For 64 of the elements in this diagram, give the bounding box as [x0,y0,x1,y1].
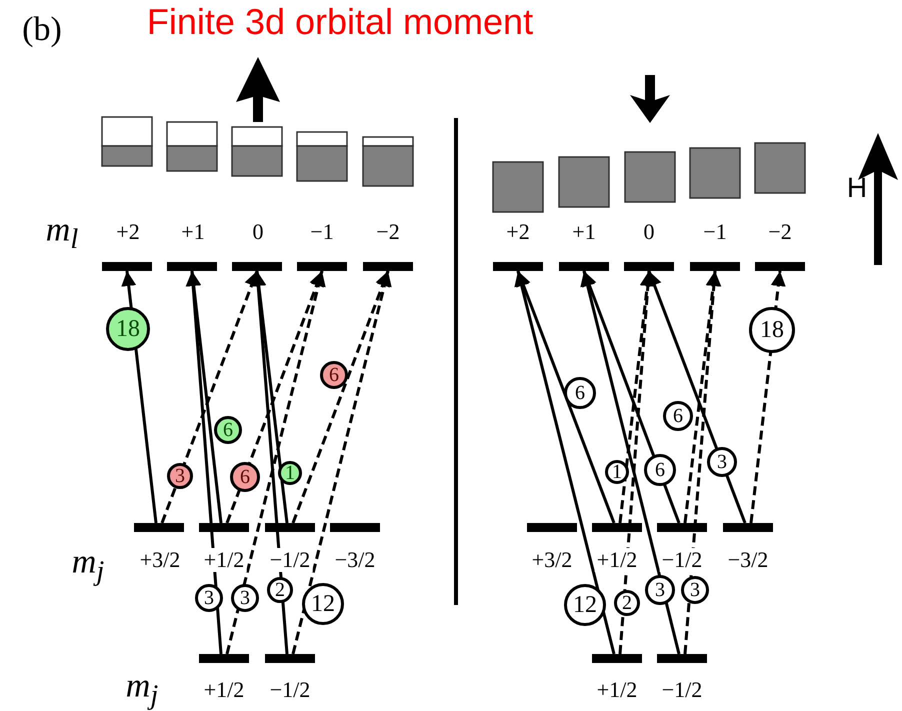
energy-level-bar [265,654,315,663]
edge-label: 3 [645,575,675,605]
energy-level-bar [657,523,707,532]
edge-label: 6 [663,401,693,431]
energy-level-bar [232,262,282,271]
transition-arrow [582,270,680,524]
edge-label: 12 [302,583,344,625]
transition-arrow [226,270,326,654]
energy-level-bar [755,262,805,271]
energy-level-bar [363,262,413,271]
energy-level-bar [559,262,609,271]
edge-label: 6 [564,377,596,409]
edge-label: 3 [707,447,737,477]
edge-label: 18 [106,307,150,351]
level-value: +1/2 [594,548,640,572]
energy-level-bar [167,262,217,271]
level-value: −1/2 [268,548,312,572]
panel-label: (b) [22,13,62,47]
edge-label: 6 [320,361,348,389]
axis-label: m$_{j}$ [72,545,104,587]
edge-label: 1 [605,460,629,484]
energy-level-bar [690,262,740,271]
energy-level-bar [723,523,773,532]
energy-level-bar [527,523,577,532]
energy-level-bar [199,523,249,532]
transition-arrow [292,270,390,524]
field-label: H [846,174,868,202]
transition-arrow [684,270,722,654]
transition-arrow [160,270,259,524]
edge-label: 3 [195,584,223,612]
energy-level-bar [102,262,152,271]
edge-label: 2 [267,577,293,603]
transition-arrow [580,270,680,654]
energy-level-bar [657,654,707,663]
edge-label: 2 [614,590,640,616]
axis-label: m$_{l}$ [46,213,78,255]
energy-level-bar [297,262,347,271]
level-value: −1/2 [660,548,704,572]
edge-label: 18 [749,307,795,353]
transition-arrow [516,270,616,524]
transition-arrow [514,270,616,654]
energy-level-bar [624,262,674,271]
level-value: +1/2 [202,548,246,572]
edge-label: 1 [278,461,302,485]
energy-level-bar [592,523,642,532]
energy-level-bar [493,262,543,271]
transition-arrow [292,270,392,654]
energy-level-bar [199,654,249,663]
edge-label: 6 [230,462,260,492]
energy-level-bar [330,523,380,532]
transition-arrow [226,270,324,524]
edge-label: 3 [681,576,709,604]
heading: Finite 3d orbital moment [146,4,534,40]
energy-level-bar [592,654,642,663]
edge-label: 12 [564,584,606,626]
energy-level-bar [265,523,315,532]
energy-level-bar [134,523,184,532]
edge-label: 6 [214,416,242,444]
edge-label: 3 [167,463,193,489]
edge-label: 6 [644,454,676,486]
edge-label: 3 [231,584,259,612]
axis-label: m$_{j}$ [126,669,158,711]
transition-arrow [618,270,656,654]
transition-arrow [647,270,746,524]
